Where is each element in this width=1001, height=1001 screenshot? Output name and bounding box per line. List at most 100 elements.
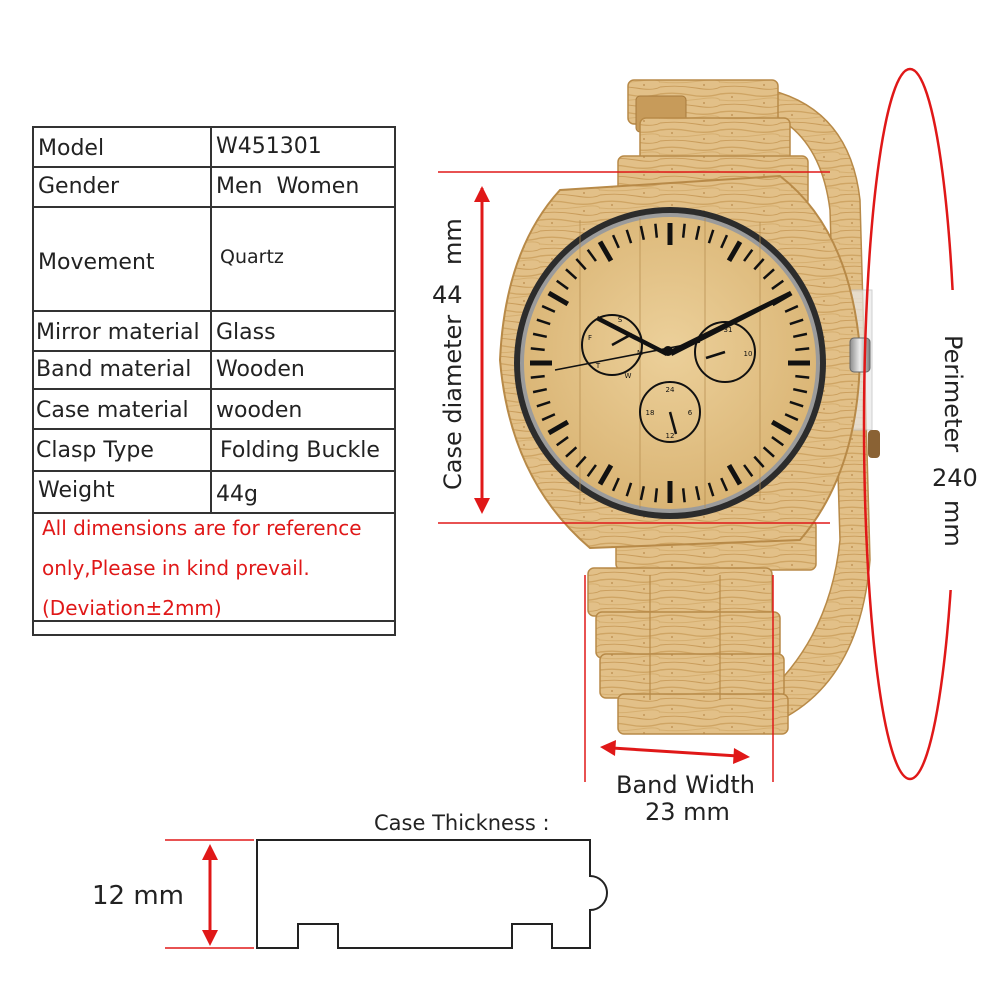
perimeter-label: Perimeter (939, 335, 967, 452)
row-value: wooden (216, 398, 303, 423)
dial-marker (536, 318, 551, 326)
case-side-profile (256, 839, 608, 949)
dial-marker (547, 290, 570, 307)
dial-marker (795, 347, 810, 352)
disclaimer-line-2: only,Please in kind prevail. (42, 556, 310, 580)
dial-marker (762, 446, 775, 458)
dial-marker (707, 482, 715, 497)
dial-marker (586, 464, 597, 477)
band-width-value: 23 mm (645, 798, 730, 826)
row-value: Wooden (216, 357, 305, 382)
table-row-mirror-material: Mirror material Glass (34, 312, 394, 352)
dial-marker (625, 229, 633, 244)
watch-band-bottom (587, 519, 817, 735)
case-thickness-value: 12 mm (92, 881, 184, 911)
dial-marker (625, 482, 633, 497)
arrow-down-icon (474, 498, 490, 514)
note-bottom-divider (34, 620, 394, 622)
row-value: Glass (216, 320, 276, 345)
case-diameter-unit: mm (439, 218, 467, 265)
subdial-right-label: 10 (744, 350, 753, 358)
disclaimer-line-3: (Deviation±2mm) (42, 596, 222, 620)
dial-marker (532, 387, 548, 394)
table-row-weight: Weight 44g (34, 472, 394, 512)
dial-marker (795, 374, 810, 379)
subdial-bottom-label: 6 (688, 409, 693, 417)
arrow-right-icon (733, 748, 750, 764)
dial-marker (532, 332, 548, 339)
dial-marker (789, 400, 804, 408)
dial-marker (762, 268, 775, 280)
hour-markers (530, 223, 810, 503)
subdial-left-label: S (618, 316, 623, 324)
row-value: Quartz (220, 246, 284, 268)
dial-marker (547, 419, 570, 436)
dial-marker (694, 485, 701, 501)
dial-marker (654, 223, 659, 238)
arrow-down-icon (202, 930, 218, 946)
dial-marker (597, 463, 614, 486)
table-column-divider (210, 128, 212, 512)
dial-marker (771, 436, 784, 447)
table-row-movement: Movement Quartz (34, 208, 394, 312)
row-label: Weight (38, 478, 115, 503)
dial-marker (536, 400, 551, 408)
subdial-bottom-label: 12 (666, 432, 675, 440)
dial-marker (726, 240, 743, 263)
dial-marker (681, 223, 686, 238)
dial-marker (597, 240, 614, 263)
dial-marker (565, 446, 578, 458)
subdial-bottom-label: 24 (666, 386, 675, 394)
table-row-model: Model W451301 (34, 128, 394, 168)
dial-marker (743, 464, 754, 477)
subdial-bottom-label: 18 (646, 409, 655, 417)
dial-marker (753, 258, 765, 271)
dial-marker (586, 249, 597, 262)
dial-marker (707, 229, 715, 244)
note-divider (34, 512, 394, 514)
case-diameter-label: Case diameter (439, 315, 467, 490)
spec-table: Model W451301 Gender Men Women Movement … (32, 126, 396, 636)
dial-marker (789, 318, 804, 326)
perimeter-unit: mm (939, 500, 967, 547)
row-label: Clasp Type (36, 438, 154, 463)
table-row-band-material: Band material Wooden (34, 352, 394, 390)
disclaimer-line-1: All dimensions are for reference (42, 516, 362, 540)
table-row-gender: Gender Men Women (34, 168, 394, 208)
dial-marker (681, 488, 686, 503)
arrow-up-icon (202, 844, 218, 860)
subdial-right: 31 10 (694, 321, 756, 383)
row-value: Folding Buckle (220, 438, 380, 463)
crown-icon (849, 337, 871, 373)
dial-marker (726, 463, 743, 486)
dial-marker (753, 455, 765, 468)
dial-marker (639, 485, 646, 501)
dial-marker (743, 249, 754, 262)
dial-marker (556, 436, 569, 447)
band-width-indicator (584, 575, 774, 782)
row-label: Mirror material (36, 320, 200, 345)
case-thickness-indicator (165, 839, 254, 949)
arrow-left-icon (600, 740, 616, 756)
band-width-label: Band Width (616, 771, 755, 799)
dial-marker (611, 477, 620, 492)
subdial-left-label: F (588, 334, 592, 342)
dial-marker (784, 413, 799, 422)
dial-marker (639, 225, 646, 241)
row-label: Model (38, 136, 105, 161)
row-label: Gender (38, 174, 120, 199)
dial-marker (771, 279, 784, 290)
dial-marker (792, 387, 808, 394)
row-label: Case material (36, 398, 189, 423)
dial-marker (565, 268, 578, 280)
dial-marker (770, 419, 793, 436)
dial-marker (530, 374, 545, 379)
case-diameter-indicator (438, 171, 830, 524)
dial-marker (530, 347, 545, 352)
row-value: W451301 (216, 134, 322, 159)
dial-marker (654, 488, 659, 503)
subdial-bottom: 24 18 6 12 (639, 381, 701, 443)
row-label: Band material (36, 357, 192, 382)
dial-marker (720, 234, 729, 249)
case-thickness-label: Case Thickness : (374, 811, 550, 835)
